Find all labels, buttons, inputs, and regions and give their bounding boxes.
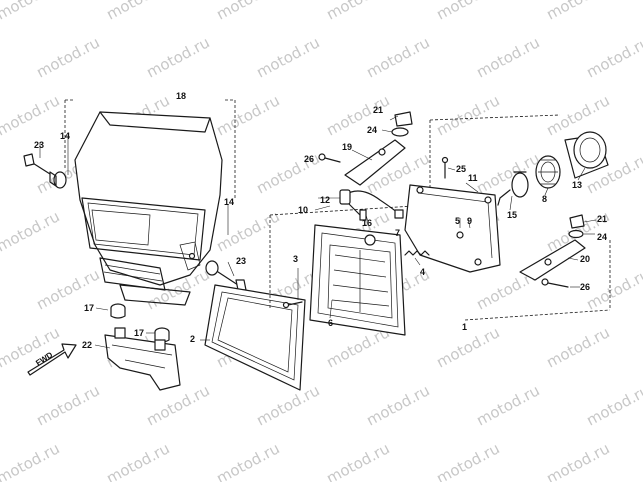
callout-23-left: 23: [34, 140, 44, 150]
callout-19: 19: [342, 142, 352, 152]
callout-1: 1: [462, 322, 467, 332]
watermark-text: motod.ru: [0, 207, 63, 255]
callout-15: 15: [507, 210, 517, 220]
callout-4: 4: [420, 267, 425, 277]
callout-16: 16: [362, 218, 372, 228]
headlight-unit: [309, 224, 406, 336]
leader-lines: [39, 115, 597, 349]
watermark-text: motod.ru: [0, 439, 63, 482]
callout-21-right: 21: [597, 214, 607, 224]
callout-26-bottom: 26: [580, 282, 590, 292]
callout-22: 22: [82, 340, 92, 350]
wiring-harness: [339, 189, 404, 246]
screw-3: [282, 301, 303, 309]
watermark-text: motod.ru: [103, 0, 172, 24]
bulb-socket: [535, 155, 561, 189]
callout-14-right: 14: [224, 197, 234, 207]
watermark-text: motod.ru: [543, 0, 612, 24]
cowl-bolt-left: [23, 153, 67, 189]
watermark-text: motod.ru: [473, 149, 542, 197]
watermark-text: motod.ru: [473, 381, 542, 429]
cowl-bolt-right: [205, 260, 247, 291]
watermark-text: motod.ru: [433, 0, 502, 24]
callout-23-right: 23: [236, 256, 246, 266]
watermark-text: motod.ru: [323, 91, 392, 139]
watermark-text: motod.ru: [583, 381, 643, 429]
watermark-text: motod.ru: [213, 0, 282, 24]
callout-2: 2: [190, 334, 195, 344]
watermark-text: motod.ru: [433, 323, 502, 371]
callout-14-left: 14: [60, 131, 70, 141]
grommet-upper: [110, 303, 126, 319]
callout-17-upper: 17: [84, 303, 94, 313]
watermark-text: motod.ru: [543, 323, 612, 371]
watermark-text: motod.ru: [33, 381, 102, 429]
bulb: [497, 171, 529, 206]
watermark-text: motod.ru: [213, 91, 282, 139]
watermark-text: motod.ru: [363, 33, 432, 81]
screw-26-top: [318, 153, 341, 163]
callout-10: 10: [298, 205, 308, 215]
watermark-text: motod.ru: [103, 439, 172, 482]
lens-gasket: [204, 284, 306, 391]
callout-5: 5: [455, 216, 460, 226]
watermark-text: motod.ru: [543, 439, 612, 482]
side-stay: [519, 214, 586, 281]
watermark-text: motod.ru: [253, 381, 322, 429]
callout-17-lower: 17: [134, 328, 144, 338]
callout-11: 11: [468, 173, 478, 183]
watermark-text: motod.ru: [143, 381, 212, 429]
watermark-text: motod.ru: [363, 381, 432, 429]
watermark-text: motod.ru: [33, 33, 102, 81]
watermark-text: motod.ru: [323, 439, 392, 482]
watermark-text: motod.ru: [0, 91, 63, 139]
callout-24-right: 24: [597, 232, 607, 242]
adjuster-spring: [404, 250, 430, 256]
watermark-text: motod.ru: [253, 33, 322, 81]
callout-18: 18: [176, 91, 186, 101]
callout-20: 20: [580, 254, 590, 264]
cover-plate: [344, 111, 413, 186]
assembly-outline: [64, 99, 611, 321]
watermark-text: motod.ru: [0, 0, 63, 24]
watermark-text: motod.ru: [583, 33, 643, 81]
watermark-text: motod.ru: [433, 439, 502, 482]
callout-labels: 18 14 23 14 23 17 17 22 2 3 6 4 1 10 12 …: [34, 91, 607, 350]
watermark-text: motod.ru: [213, 439, 282, 482]
watermark-text: motod.ru: [143, 33, 212, 81]
callout-26-top: 26: [304, 154, 314, 164]
callout-21-top: 21: [373, 105, 383, 115]
watermark-text: motod.ru: [543, 91, 612, 139]
watermark-text: motod.ru: [583, 265, 643, 313]
callout-9: 9: [467, 216, 472, 226]
lower-bracket: [104, 327, 181, 391]
callout-24-top: 24: [367, 125, 377, 135]
watermark-text: motod.ru: [323, 0, 392, 24]
callout-6: 6: [328, 318, 333, 328]
callout-7: 7: [395, 228, 400, 238]
headlight-cowl: [74, 111, 223, 306]
watermark-text: motod.ru: [433, 91, 502, 139]
callout-13: 13: [572, 180, 582, 190]
callout-25: 25: [456, 164, 466, 174]
watermark-text: motod.ru: [473, 33, 542, 81]
screw-25: [441, 156, 449, 179]
callout-12: 12: [320, 195, 330, 205]
mounting-bracket: [404, 184, 501, 273]
callout-8: 8: [542, 194, 547, 204]
callout-3: 3: [293, 254, 298, 264]
screw-26-bottom: [541, 278, 569, 288]
dust-cover: [564, 131, 609, 179]
watermark-text: motod.ru: [0, 323, 63, 371]
